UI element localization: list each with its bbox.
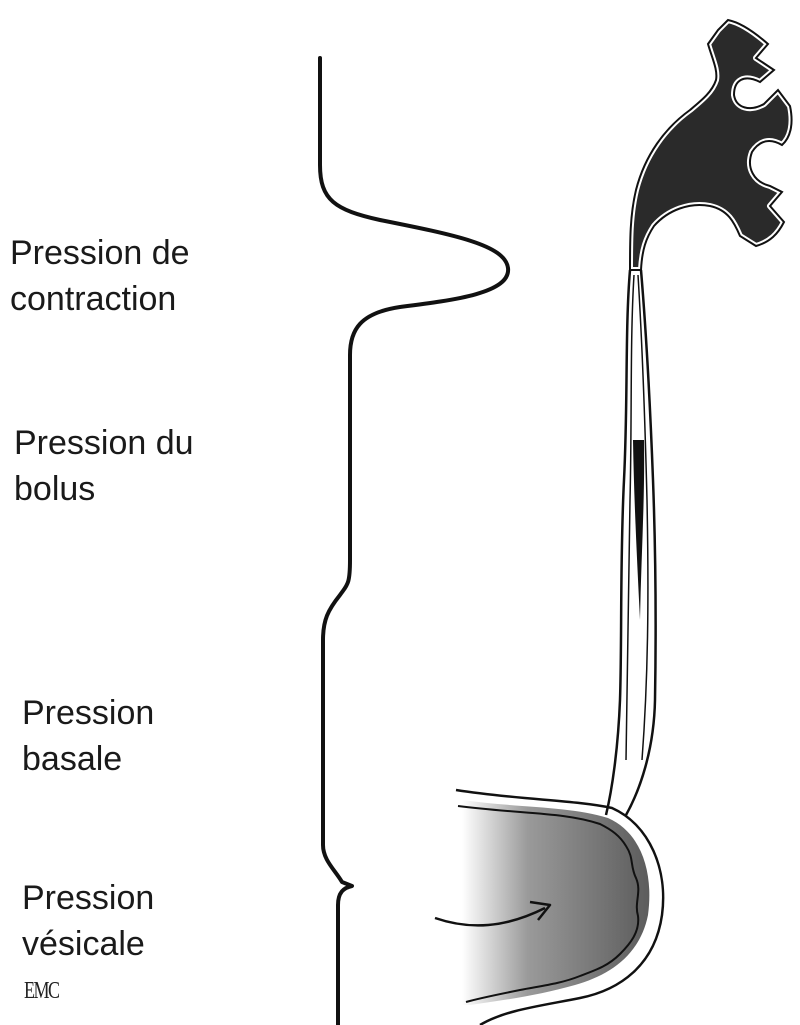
stomach-shading [462, 800, 649, 1005]
pharynx-shape [630, 20, 792, 270]
esophagus-contraction [633, 440, 644, 620]
